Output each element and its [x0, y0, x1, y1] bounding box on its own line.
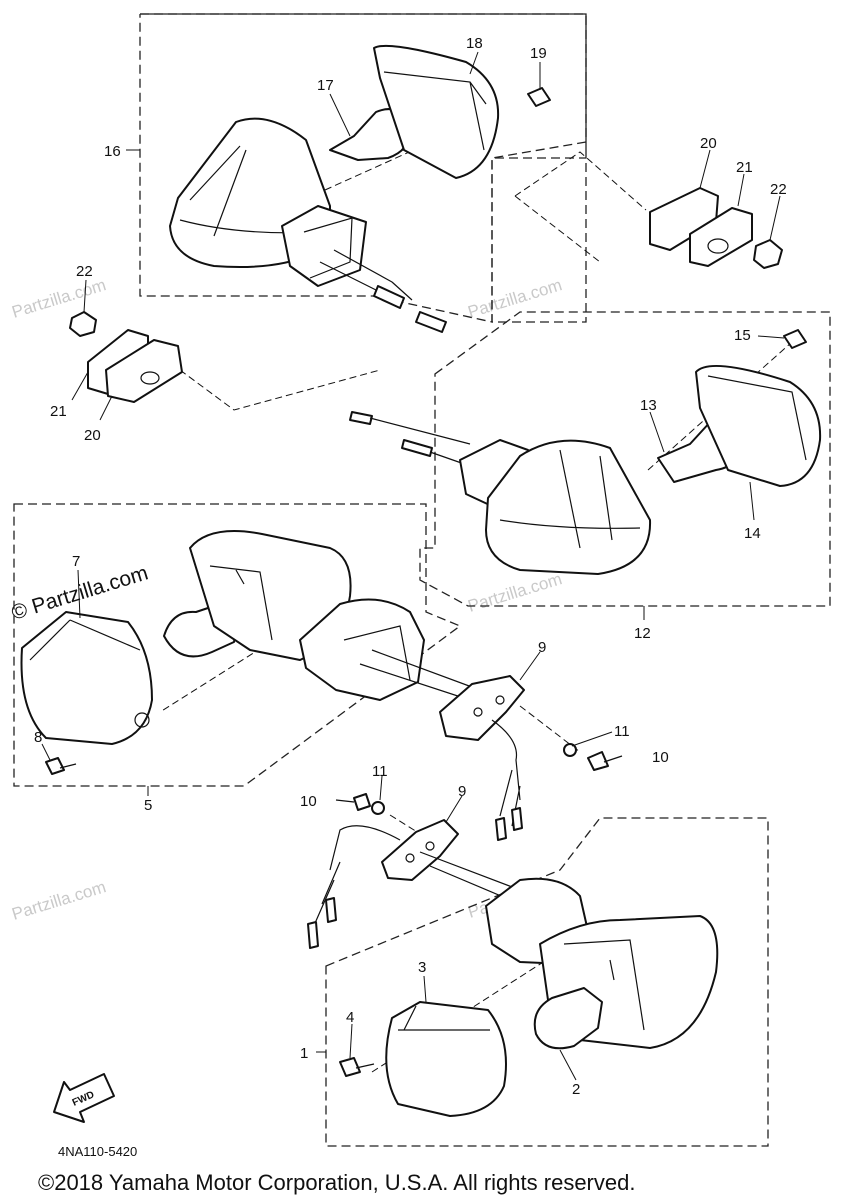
screw	[783, 329, 807, 349]
assembly-box-16-outline	[139, 13, 587, 323]
lamp-body	[485, 439, 652, 575]
callout-9: 9	[458, 783, 466, 800]
watermark: Partzilla.com	[10, 877, 109, 924]
assembly-box-12	[419, 311, 831, 607]
grommet	[105, 339, 183, 403]
wire-connector	[373, 285, 405, 309]
forward-direction-arrow: FWD	[53, 1073, 115, 1123]
wire-connector	[325, 897, 337, 923]
screw	[353, 793, 371, 811]
assembly-box-1	[325, 817, 769, 1147]
callouts: 16 17 18 19 20 21 22 22 21 20 15 13 14 1…	[34, 35, 787, 1098]
link-line	[514, 195, 601, 263]
callout-8: 8	[34, 729, 42, 746]
link-line	[519, 705, 581, 753]
callout-21: 21	[736, 159, 753, 176]
callout-16: 16	[104, 143, 121, 160]
grommet-set-left	[69, 311, 183, 403]
screw	[339, 1057, 361, 1077]
lens	[385, 1001, 507, 1117]
watermark: Partzilla.com	[10, 275, 109, 322]
callout-11: 11	[372, 763, 388, 780]
callout-21: 21	[50, 403, 67, 420]
callout-4: 4	[346, 1009, 354, 1026]
screw	[527, 87, 551, 107]
turn-signal-assembly-12	[349, 329, 822, 575]
callout-15: 15	[734, 327, 751, 344]
callout-3: 3	[418, 959, 426, 976]
bulb	[533, 987, 603, 1050]
bracket	[381, 819, 459, 881]
turn-signal-assembly-5	[20, 530, 623, 841]
link-line	[647, 341, 793, 471]
wire-connector	[495, 817, 507, 841]
grommet-set-right	[649, 187, 783, 269]
assembly-boxes	[13, 13, 831, 1147]
callout-13: 13	[640, 397, 657, 414]
callout-12: 12	[634, 625, 651, 642]
assembly-box-5	[13, 503, 462, 787]
watermark: Partzilla.com	[466, 275, 565, 322]
diagram-part-code: 4NA110-5420	[58, 1144, 137, 1159]
screw	[45, 757, 65, 775]
wire-connector	[349, 411, 373, 425]
bracket	[439, 675, 525, 741]
callout-11: 11	[614, 723, 630, 740]
washer-plate	[689, 207, 753, 267]
callout-2: 2	[572, 1081, 580, 1098]
callout-20: 20	[84, 427, 101, 444]
nut	[69, 311, 97, 337]
link-line	[514, 151, 647, 211]
callout-17: 17	[317, 77, 334, 94]
callout-9: 9	[538, 639, 546, 656]
leader-lines	[41, 51, 785, 1081]
lamp-base	[281, 205, 367, 287]
callout-1: 1	[300, 1045, 308, 1062]
watermark: Partzilla.com	[466, 569, 565, 616]
lens	[695, 364, 822, 487]
callout-10: 10	[300, 793, 317, 810]
link-line	[179, 369, 381, 411]
callout-22: 22	[770, 181, 787, 198]
callout-14: 14	[744, 525, 761, 542]
callout-7: 7	[72, 553, 80, 570]
washer	[563, 743, 577, 757]
copyright-notice: ©2018 Yamaha Motor Corporation, U.S.A. A…	[38, 1170, 635, 1195]
callout-19: 19	[530, 45, 547, 62]
callout-5: 5	[144, 797, 152, 814]
nut	[753, 239, 783, 269]
lens	[20, 611, 153, 745]
callout-10: 10	[652, 749, 669, 766]
wire-connector	[401, 439, 433, 457]
wire-connector	[415, 311, 447, 333]
callout-22: 22	[76, 263, 93, 280]
lens	[373, 44, 500, 179]
fwd-arrow-icon	[53, 1073, 115, 1123]
turn-signal-assembly-16	[169, 44, 551, 333]
wire-connector	[307, 921, 319, 949]
callout-20: 20	[700, 135, 717, 152]
screw	[587, 751, 609, 771]
callout-18: 18	[466, 35, 483, 52]
wire-connector	[511, 807, 523, 831]
turn-signal-assembly-1	[307, 793, 719, 1117]
washer	[371, 801, 385, 815]
